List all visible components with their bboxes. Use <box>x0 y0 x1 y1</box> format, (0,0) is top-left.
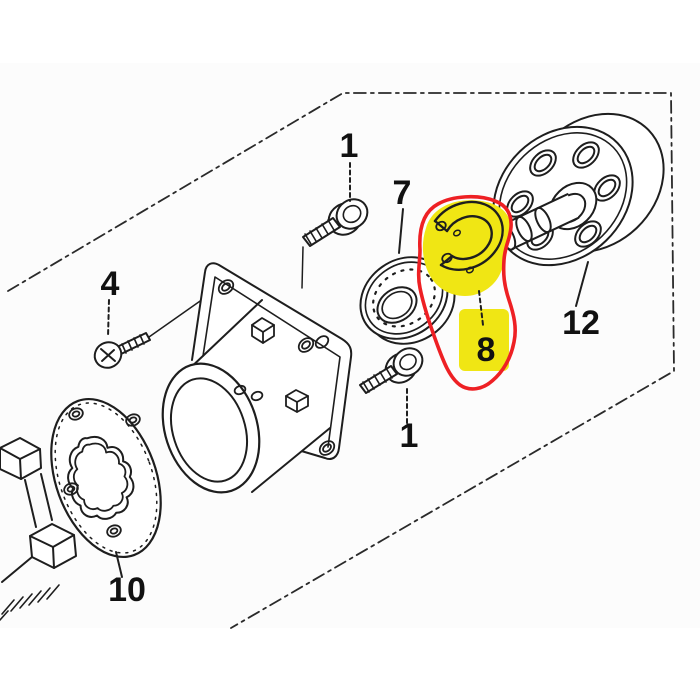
callout-8-highlight <box>459 309 509 371</box>
callout-clutch-drum: 12 <box>562 304 600 342</box>
selected-part-outline <box>416 194 517 391</box>
shaft-collar <box>534 206 552 234</box>
lower-bolt-part <box>359 347 424 394</box>
e-clip-highlight-group <box>422 200 512 371</box>
screw-alignment-line <box>148 298 204 338</box>
shaft-groove <box>515 215 533 243</box>
bolt-alignment-line <box>301 246 304 289</box>
callout-ball-bearing: 7 <box>393 174 412 212</box>
e-clip-part <box>433 200 504 274</box>
flange-holes <box>217 279 336 456</box>
spline-opening <box>67 435 135 520</box>
top-bolt-threads <box>304 219 335 245</box>
spline-plate-part <box>50 397 162 559</box>
flange-studs <box>251 317 309 413</box>
screw-threads <box>121 334 145 354</box>
leader-lines <box>107 162 589 578</box>
bracket-hatching <box>0 584 60 621</box>
callout-e-clip: 8 <box>477 331 496 369</box>
top-bolt-part <box>302 198 369 247</box>
callout-top-bolt: 1 <box>340 127 359 165</box>
spline-plate-holes <box>63 407 141 538</box>
callout-lower-bolt: 1 <box>400 417 419 455</box>
partial-bracket-part <box>0 437 77 621</box>
ball-bearing-part <box>359 256 456 345</box>
phillips-cross-icon <box>100 348 116 362</box>
assembly-axis-frame <box>7 92 675 629</box>
callout-spline-plate: 10 <box>108 571 146 609</box>
flange-screw-part <box>93 332 151 369</box>
lower-bolt-threads <box>362 367 393 393</box>
clutch-housing-flange-part <box>161 262 353 494</box>
callout-flange-screw: 4 <box>101 265 120 303</box>
